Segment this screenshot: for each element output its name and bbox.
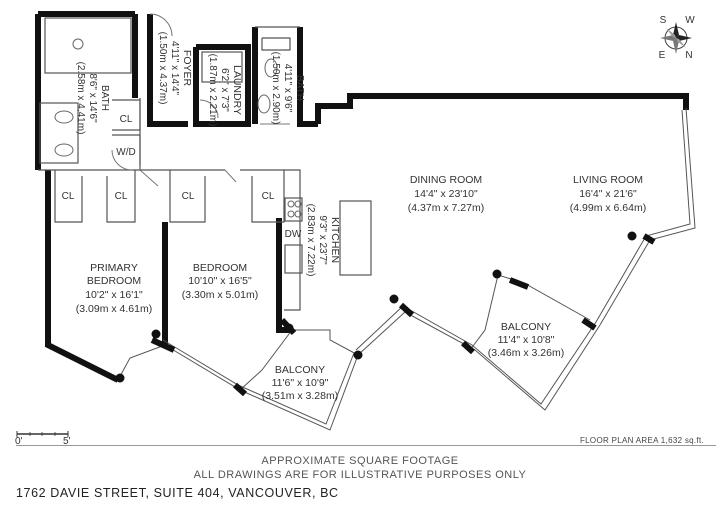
wall-stubs [150, 233, 656, 397]
fixtures [54, 38, 302, 218]
svg-text:6'2" x 7'3": 6'2" x 7'3" [219, 68, 230, 112]
svg-text:BEDROOM: BEDROOM [193, 262, 247, 274]
svg-text:BEDROOM: BEDROOM [87, 275, 141, 287]
svg-text:FOYER: FOYER [181, 50, 193, 87]
svg-text:S: S [660, 15, 667, 26]
compass-rose-icon: S W E N [659, 15, 696, 61]
svg-text:(3.09m x 4.61m): (3.09m x 4.61m) [76, 303, 152, 315]
columns [115, 231, 637, 383]
svg-text:(3.30m x 5.01m): (3.30m x 5.01m) [182, 289, 258, 301]
svg-text:W/D: W/D [116, 147, 135, 158]
svg-text:11'6" x 10'9": 11'6" x 10'9" [272, 377, 329, 389]
svg-text:(2.58m x 4.41m): (2.58m x 4.41m) [75, 62, 86, 135]
svg-text:(4.99m x 6.64m): (4.99m x 6.64m) [570, 202, 646, 214]
exterior-walls [35, 11, 689, 383]
svg-text:11'4" x 10'8": 11'4" x 10'8" [498, 334, 555, 346]
footer-line-1: APPROXIMATE SQUARE FOOTAGE [261, 455, 459, 467]
room-label-dining: DINING ROOM 14'4" x 23'10" (4.37m x 7.27… [408, 174, 484, 214]
room-label-foyer: FOYER 4'11" x 14'4" (1.50m x 4.37m) [157, 32, 193, 105]
svg-text:KITCHEN: KITCHEN [329, 217, 341, 263]
svg-text:DW: DW [285, 229, 302, 240]
svg-text:9'3" x 23'7": 9'3" x 23'7" [317, 215, 328, 265]
svg-text:(2.83m x 7.22m): (2.83m x 7.22m) [305, 204, 316, 277]
svg-text:CL: CL [115, 191, 128, 202]
svg-text:LAUNDRY: LAUNDRY [231, 65, 243, 115]
room-label-laundry: LAUNDRY 6'2" x 7'3" (1.87m x 2.21m) [207, 54, 243, 127]
address: 1762 DAVIE STREET, SUITE 404, VANCOUVER,… [16, 486, 339, 500]
footer-line-2: ALL DRAWINGS ARE FOR ILLUSTRATIVE PURPOS… [193, 469, 527, 481]
svg-text:CL: CL [262, 191, 275, 202]
window-walls [117, 107, 696, 431]
svg-text:5': 5' [63, 436, 71, 447]
svg-text:(1.50m x 2.90m): (1.50m x 2.90m) [270, 52, 281, 125]
svg-text:W: W [685, 15, 695, 26]
svg-text:PRIMARY: PRIMARY [90, 262, 138, 274]
svg-text:BATH: BATH [294, 75, 305, 101]
room-label-living: LIVING ROOM 16'4" x 21'6" (4.99m x 6.64m… [570, 174, 646, 214]
room-label-bath-top: BATH 4'11" x 9'6" (1.50m x 2.90m) [270, 52, 305, 125]
room-label-bedroom: BEDROOM 10'10" x 16'5" (3.30m x 5.01m) [182, 262, 258, 301]
room-label-primary-bedroom: PRIMARY BEDROOM 10'2" x 16'1" (3.09m x 4… [76, 262, 152, 315]
svg-text:BALCONY: BALCONY [501, 321, 551, 333]
room-label-bath-left: BATH 8'6" x 14'6" (2.58m x 4.41m) [75, 62, 110, 135]
svg-text:BALCONY: BALCONY [275, 364, 325, 376]
svg-text:CL: CL [182, 191, 195, 202]
svg-text:0': 0' [15, 436, 23, 447]
svg-text:(1.87m x 2.21m): (1.87m x 2.21m) [207, 54, 218, 127]
svg-text:(4.37m x 7.27m): (4.37m x 7.27m) [408, 202, 484, 214]
svg-text:LIVING ROOM: LIVING ROOM [573, 174, 643, 186]
svg-text:10'2" x 16'1": 10'2" x 16'1" [85, 289, 143, 301]
svg-text:(1.50m x 4.37m): (1.50m x 4.37m) [157, 32, 168, 105]
svg-text:10'10" x 16'5": 10'10" x 16'5" [188, 275, 252, 287]
room-label-balcony-1: BALCONY 11'6" x 10'9" (3.51m x 3.28m) [262, 364, 338, 402]
svg-text:E: E [659, 50, 666, 61]
room-label-kitchen: KITCHEN 9'3" x 23'7" (2.83m x 7.22m) [305, 204, 341, 277]
small-labels: CL W/D CL CL CL CL DW [62, 114, 302, 240]
svg-text:14'4" x 23'10": 14'4" x 23'10" [414, 188, 478, 200]
scale-bar: 0' 5' [15, 431, 71, 447]
svg-text:CL: CL [120, 114, 133, 125]
svg-text:DINING ROOM: DINING ROOM [410, 174, 482, 186]
svg-text:4'11" x 14'4": 4'11" x 14'4" [169, 41, 180, 96]
footer-divider [16, 445, 716, 446]
svg-text:8'6" x 14'6": 8'6" x 14'6" [87, 73, 98, 123]
svg-text:(3.46m x 3.26m): (3.46m x 3.26m) [488, 347, 564, 359]
svg-text:4'11" x 9'6": 4'11" x 9'6" [282, 64, 293, 113]
floor-plan-area: FLOOR PLAN AREA 1,632 sq.ft. [579, 436, 704, 445]
svg-text:BATH: BATH [99, 85, 110, 111]
room-label-balcony-2: BALCONY 11'4" x 10'8" (3.46m x 3.26m) [488, 321, 564, 359]
interior-walls [38, 17, 372, 311]
doors [111, 13, 290, 187]
svg-text:16'4" x 21'6": 16'4" x 21'6" [579, 188, 637, 200]
svg-text:(3.51m x 3.28m): (3.51m x 3.28m) [262, 390, 338, 402]
svg-text:CL: CL [62, 191, 75, 202]
svg-text:N: N [685, 50, 692, 61]
